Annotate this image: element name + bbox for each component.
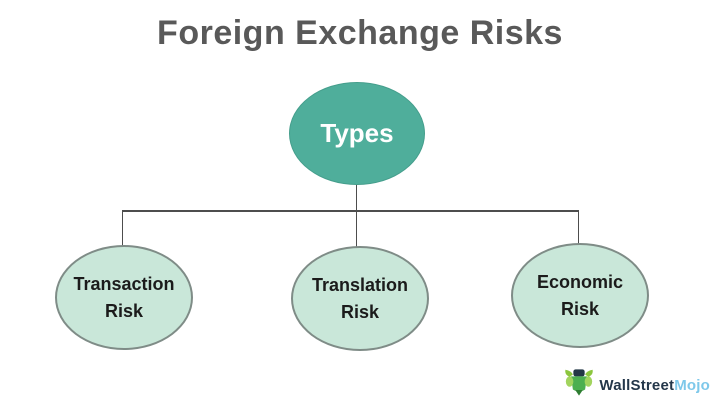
- node-economic-risk-label: Economic Risk: [536, 272, 624, 319]
- bull-icon: [563, 368, 595, 402]
- logo-wordmark: WallStreetMojo: [599, 377, 710, 394]
- connector-root-stem: [355, 183, 357, 211]
- node-translation-risk: Translation Risk: [291, 246, 429, 351]
- node-transaction-risk-label: Transaction Risk: [73, 274, 175, 321]
- wallstreetmojo-logo: WallStreetMojo: [563, 368, 710, 402]
- connector-drop-middle: [355, 210, 357, 247]
- connector-horizontal: [121, 210, 579, 212]
- logo-text-wallstreet: WallStreet: [599, 376, 675, 394]
- node-types: Types: [289, 82, 425, 185]
- connector-drop-right: [577, 210, 579, 244]
- node-types-label: Types: [320, 118, 394, 148]
- node-translation-risk-label: Translation Risk: [311, 275, 409, 322]
- node-transaction-risk: Transaction Risk: [55, 245, 193, 350]
- node-economic-risk: Economic Risk: [511, 243, 649, 348]
- logo-text-mojo: Mojo: [674, 376, 710, 394]
- page-title: Foreign Exchange Risks: [157, 14, 563, 52]
- connector-drop-left: [121, 210, 123, 246]
